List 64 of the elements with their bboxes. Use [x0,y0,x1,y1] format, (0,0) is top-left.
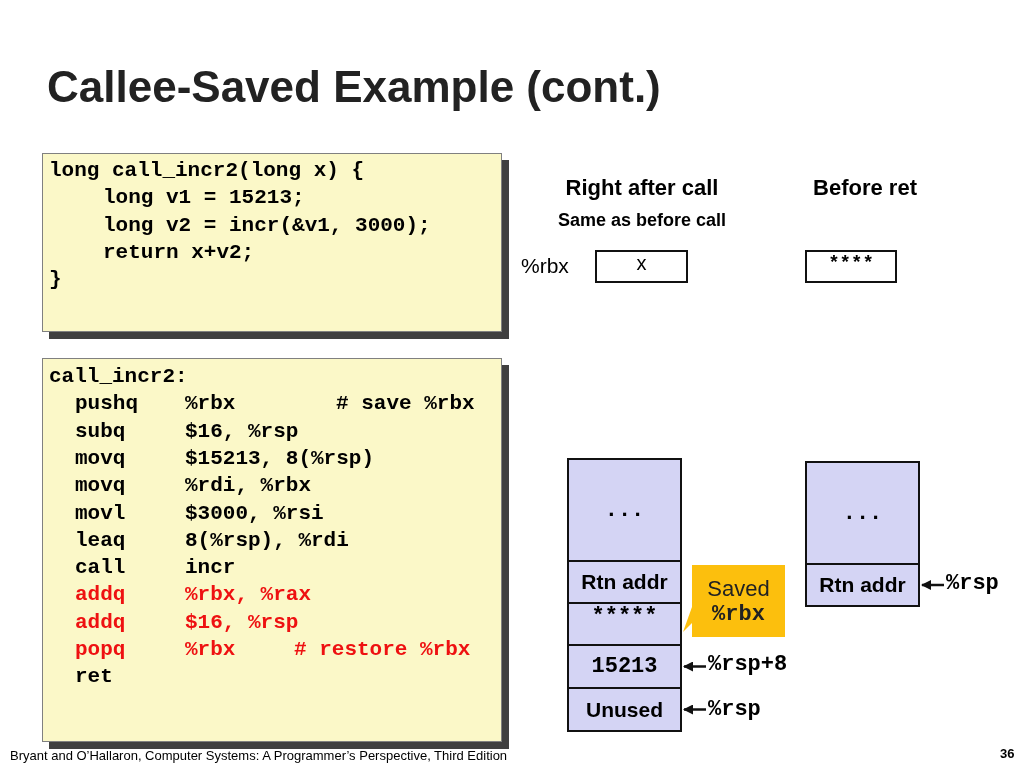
code-line: $3000, %rsi [185,501,324,525]
stack-cell [805,461,920,565]
code-line: %rdi, %rbx [185,474,312,498]
callout-text: Saved [707,575,770,602]
register-label: %rsp+8 [708,652,788,677]
arrow [683,661,706,672]
cell-text: Rtn addr [581,570,668,594]
slide-title: Callee-Saved Example (cont.) [47,62,661,112]
cell-text: 15213 [591,654,658,679]
callout-text: %rbx [712,601,765,627]
page-number: 36 [1000,746,1015,761]
code-line: pushq [75,392,138,416]
code-line: call_incr2: [49,365,188,388]
cell-text: ... [842,500,883,526]
register-value: **** [828,252,874,276]
register-box [595,250,688,283]
stack-cell [567,458,682,562]
code-line: long v2 = incr(&v1, 3000); [103,213,431,237]
stack-cell [567,687,682,732]
code-line: long v1 = 15213; [103,186,305,210]
code-line: %rbx [185,392,236,416]
code-line: popq [75,638,126,661]
code-line: movq [75,446,126,470]
code-line: $16, %rsp [185,610,299,634]
code-line: 8(%rsp), %rdi [185,528,349,552]
callout-box [692,565,785,637]
code-line: ret [75,665,113,689]
code-line: return x+v2; [103,240,255,264]
code-line: call [75,556,126,580]
code-line: $15213, 8(%rsp) [185,446,375,470]
arrow [921,580,944,590]
stack-cell [567,644,682,689]
stack-cell [567,602,682,646]
code-line: %rbx [185,638,236,661]
column-heading: Right after call [565,175,719,201]
code-line: $16, %rsp [185,419,299,443]
code-line: movq [75,474,126,498]
register-label: %rsp [946,571,999,596]
arrow [683,704,706,715]
register-name: %rbx [521,254,569,278]
column-heading: Before ret [813,175,917,201]
code-line: addq [75,610,126,634]
code-line: addq [75,583,126,607]
cell-text: ***** [591,604,658,629]
cell-text: ... [604,497,645,523]
code-line: } [49,268,62,292]
cell-text: Unused [586,697,663,722]
code-line: %rbx, %rax [185,583,312,607]
code-comment: # restore %rbx [294,638,471,661]
code-line: subq [75,419,126,443]
code-line: long call_incr2(long x) { [49,159,365,182]
footer-citation: Bryant and O’Hallaron, Computer Systems: A Programmer’s Perspective, Third Edition [10,748,508,763]
cell-text: Rtn addr [819,573,906,597]
code-line: movl [75,501,126,525]
code-comment: # save %rbx [336,392,475,416]
column-subheading: Same as before call [557,210,727,231]
register-value: x [636,252,647,276]
code-line: leaq [75,528,126,552]
stack-cell [805,563,920,607]
stack-cell [567,560,682,604]
register-label: %rsp [708,697,761,722]
code-line: incr [185,556,236,580]
callout-pointer [683,607,692,632]
register-box [805,250,897,283]
